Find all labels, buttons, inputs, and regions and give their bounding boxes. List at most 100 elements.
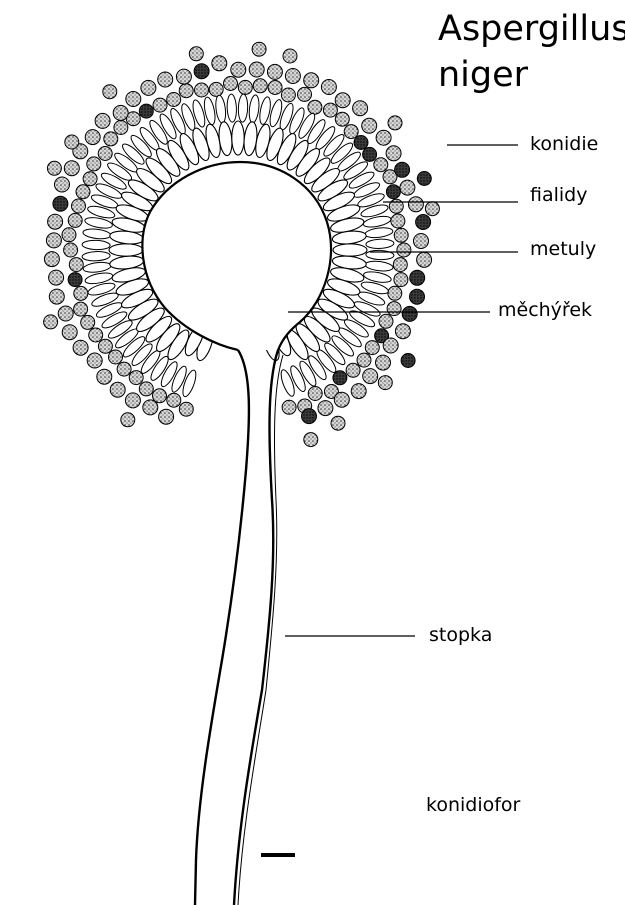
- conidium: [46, 233, 61, 248]
- conidium: [74, 286, 88, 300]
- phialide-cell: [82, 251, 110, 261]
- conidium: [224, 77, 238, 91]
- conidium: [425, 202, 439, 216]
- phialide-cell: [366, 239, 394, 249]
- conidium: [117, 362, 131, 376]
- conidium: [64, 243, 78, 257]
- conidium: [58, 306, 73, 321]
- conidium: [97, 369, 112, 384]
- conidium: [401, 354, 415, 368]
- conidium: [304, 73, 319, 88]
- phialide-cell: [248, 94, 260, 123]
- conidium: [167, 93, 181, 107]
- conidium: [179, 84, 193, 98]
- phialide-cell: [82, 228, 111, 240]
- conidium: [417, 172, 431, 186]
- conidium: [64, 161, 79, 176]
- conidium: [72, 199, 86, 213]
- conidium: [189, 47, 203, 61]
- conidium: [126, 92, 141, 107]
- phialide-cell: [82, 240, 110, 250]
- conidium: [55, 177, 70, 192]
- phialide-cell: [227, 94, 237, 122]
- conidium: [379, 314, 393, 328]
- metula-cell: [232, 121, 244, 155]
- metula-cell: [333, 244, 367, 256]
- conidium: [141, 80, 156, 95]
- label-fialidy: fialidy: [530, 186, 587, 205]
- conidium: [53, 196, 68, 211]
- conidium: [143, 400, 158, 415]
- conidium: [388, 286, 402, 300]
- conidium: [335, 112, 349, 126]
- conidium: [158, 72, 173, 87]
- conidium: [44, 315, 58, 329]
- conidium: [68, 273, 82, 287]
- conidium: [109, 350, 123, 364]
- label-mechyrek: měchýřek: [498, 301, 592, 320]
- conidium: [129, 371, 143, 385]
- conidium: [331, 416, 345, 430]
- conidium: [110, 382, 125, 397]
- conidium: [363, 369, 378, 384]
- conidium: [194, 64, 209, 79]
- conidium: [378, 376, 392, 390]
- conidium: [397, 243, 411, 257]
- conidium: [212, 56, 227, 71]
- stipe-inner-wall: [238, 355, 283, 905]
- conidium: [98, 339, 112, 353]
- conidium: [283, 49, 297, 63]
- conidium: [121, 413, 135, 427]
- conidium: [44, 252, 59, 267]
- conidium: [386, 185, 400, 199]
- conidium: [321, 80, 336, 95]
- conidium: [388, 116, 402, 130]
- conidium: [333, 371, 347, 385]
- conidium: [113, 105, 128, 120]
- conidium: [387, 302, 401, 316]
- label-stopka: stopka: [429, 626, 492, 645]
- conidium: [85, 130, 100, 145]
- title-species: niger: [438, 58, 528, 93]
- conidium: [253, 79, 267, 93]
- conidium: [73, 340, 88, 355]
- conidium: [159, 409, 174, 424]
- conidium: [267, 64, 282, 79]
- conidium: [125, 393, 140, 408]
- conidium: [353, 101, 368, 116]
- conidium: [179, 402, 193, 416]
- conidium: [47, 161, 61, 175]
- conidium: [249, 62, 264, 77]
- conidium: [285, 69, 300, 84]
- conidium: [410, 289, 425, 304]
- conidium: [395, 162, 410, 177]
- label-konidie: konidie: [530, 135, 598, 154]
- conidium: [48, 214, 63, 229]
- conidium: [81, 315, 95, 329]
- conidium: [153, 98, 167, 112]
- conidium: [318, 401, 333, 416]
- conidium: [395, 324, 410, 339]
- conidium: [62, 325, 77, 340]
- conidium: [383, 338, 398, 353]
- conidium: [74, 302, 88, 316]
- conidium: [408, 197, 423, 212]
- conidium: [308, 100, 322, 114]
- conidium: [95, 113, 110, 128]
- conidium: [374, 158, 388, 172]
- conidium: [62, 228, 76, 242]
- conidium: [302, 409, 317, 424]
- conidium: [351, 384, 366, 399]
- conidium: [65, 135, 79, 149]
- conidium: [103, 85, 117, 99]
- conidium: [363, 147, 377, 161]
- conidium: [87, 157, 101, 171]
- conidium: [69, 258, 83, 272]
- conidium: [114, 121, 128, 135]
- conidium: [308, 387, 322, 401]
- conidium: [268, 81, 282, 95]
- conidium: [335, 93, 350, 108]
- conidium: [346, 363, 360, 377]
- conidium: [231, 62, 246, 77]
